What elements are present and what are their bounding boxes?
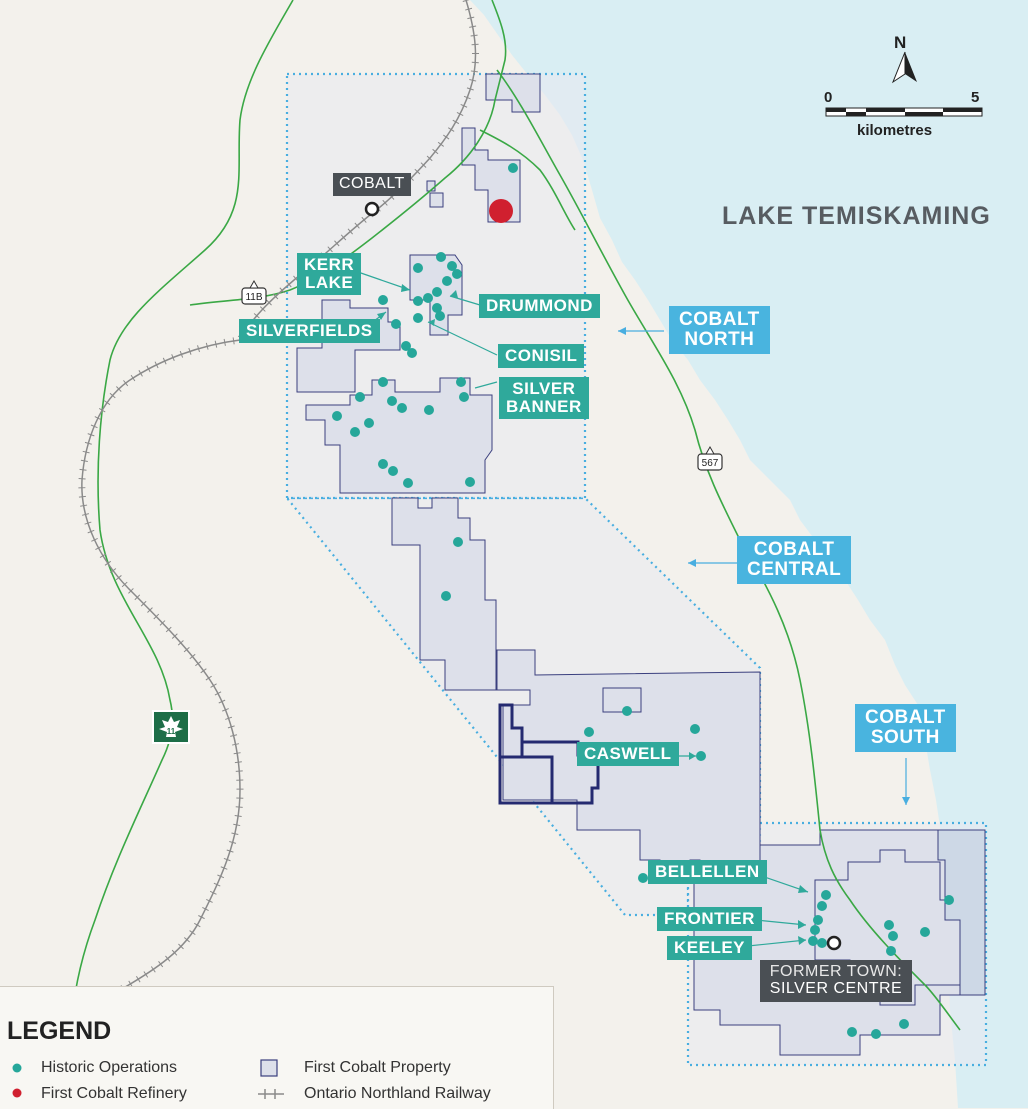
operation-label-kerr-lake: KERR LAKE: [297, 253, 362, 295]
property-legend-icon: [260, 1059, 278, 1077]
legend-item-historic: Historic Operations: [41, 1059, 178, 1076]
historic-operations: [332, 163, 954, 1039]
lake-label: LAKE TEMISKAMING: [722, 202, 991, 230]
refinery-legend-icon: [12, 1088, 22, 1098]
operation-label-drummond: DRUMMOND: [479, 294, 600, 318]
operation-label-caswell: CASWELL: [577, 742, 679, 766]
highway-11b-shield-icon: [241, 279, 267, 305]
zone-label-cobalt-south: COBALT SOUTH: [855, 704, 956, 752]
ontario-northland-railway: [78, 0, 480, 994]
historic-operations-legend-icon: [12, 1063, 22, 1073]
zone-label-cobalt-south-line2: SOUTH: [870, 726, 940, 748]
lake-temiskaming-water: [470, 0, 1028, 1108]
north-label: N: [894, 33, 907, 52]
operation-label-keeley: KEELEY: [667, 936, 753, 960]
zone-label-cobalt-north: COBALT NORTH: [669, 306, 770, 354]
zone-label-cobalt-south-line1: COBALT: [865, 707, 946, 728]
cobalt-town-marker: [364, 201, 380, 217]
town-label-silver-centre-line1: FORMER TOWN:: [769, 963, 903, 980]
zone-label-cobalt-north-line1: COBALT: [679, 309, 760, 330]
scale-unit: kilometres: [857, 122, 933, 139]
highway-567-label: 567: [702, 458, 719, 469]
operation-label-silver-banner-line2: BANNER: [506, 396, 582, 416]
zone-label-cobalt-north-line2: NORTH: [684, 328, 755, 350]
highway-11b-label: 11B: [245, 292, 262, 303]
town-label-silver-centre: FORMER TOWN: SILVER CENTRE: [760, 960, 912, 1002]
legend-title: LEGEND: [7, 1017, 112, 1045]
legend-item-refinery: First Cobalt Refinery: [41, 1085, 187, 1102]
legend-item-property: First Cobalt Property: [304, 1059, 451, 1076]
legend-item-railway: Ontario Northland Railway: [304, 1085, 491, 1102]
town-label-cobalt: COBALT: [333, 173, 411, 196]
highway-567-shield-icon: [697, 445, 723, 471]
scale-end: 5: [971, 89, 980, 106]
zone-label-cobalt-central-line1: COBALT: [753, 539, 835, 560]
operation-label-silver-banner-line1: SILVER: [512, 379, 576, 398]
operation-label-kerr-lake-line1: KERR: [304, 255, 355, 274]
leader-arrowheads: [377, 284, 910, 945]
operation-label-kerr-lake-line2: LAKE: [304, 272, 354, 292]
operation-label-silverfields: SILVERFIELDS: [239, 319, 380, 343]
zone-label-cobalt-central-line2: CENTRAL: [747, 558, 842, 580]
legend-panel: LEGEND Historic Operations First Cobalt …: [0, 986, 554, 1109]
operation-label-bellellen: BELLELLEN: [648, 860, 767, 884]
scale-bar: [825, 107, 983, 117]
railway-legend-icon: [258, 1089, 284, 1099]
operation-label-conisil: CONISIL: [498, 344, 585, 368]
highway-11-label: 11: [167, 727, 176, 736]
operation-label-frontier: FRONTIER: [657, 907, 762, 931]
first-cobalt-refinery: [489, 199, 513, 223]
town-label-silver-centre-line2: SILVER CENTRE: [769, 979, 903, 997]
north-arrow-icon: [891, 51, 917, 84]
operation-label-silver-banner: SILVER BANNER: [499, 377, 589, 419]
silver-centre-town-marker: [826, 935, 842, 951]
zone-label-cobalt-central: COBALT CENTRAL: [737, 536, 852, 584]
scale-start: 0: [824, 89, 833, 106]
highway-11-shield-icon: [152, 710, 190, 744]
